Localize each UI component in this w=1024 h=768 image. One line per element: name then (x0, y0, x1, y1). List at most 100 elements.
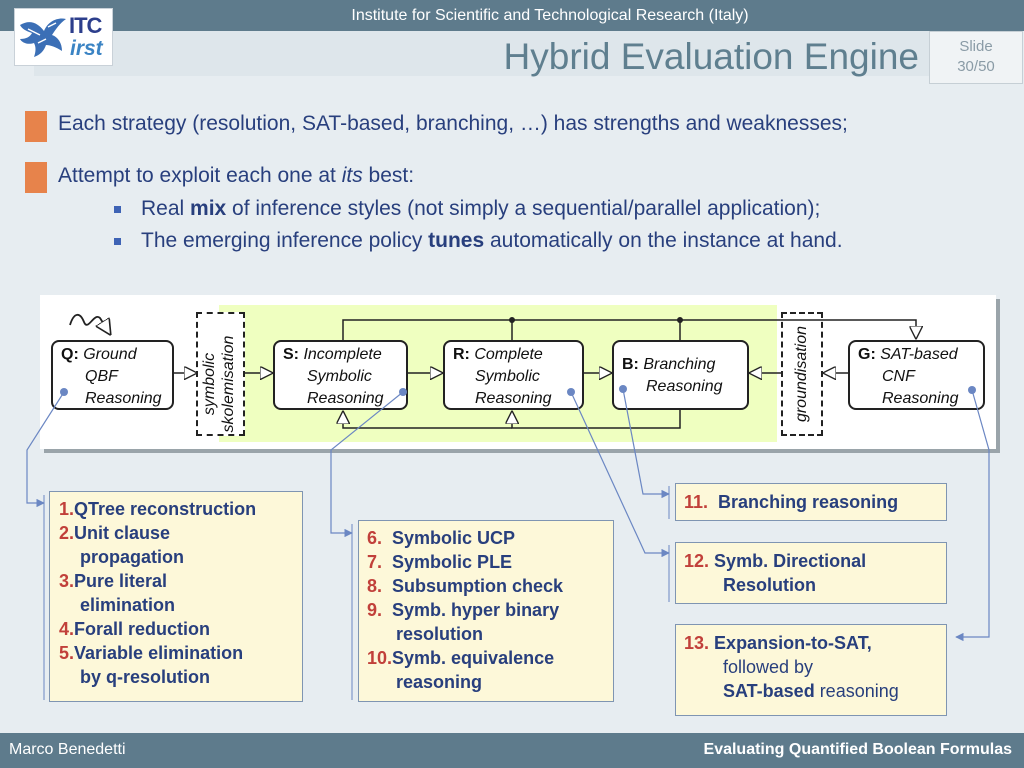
node-g-text2: CNF (882, 368, 915, 385)
logo-itc-text: ITC (69, 13, 102, 38)
sub-bullet-mix-text: Real (141, 197, 191, 220)
list-item-number: 5. (59, 643, 75, 663)
callout-leader-s (330, 391, 404, 538)
list-b-techniques: 11. Branching reasoning (675, 483, 947, 521)
list-item-cont: resolution (396, 624, 484, 644)
callout-leader-b (622, 388, 670, 499)
list-item-text: Symbolic UCP (392, 528, 516, 548)
list-item-text: Symb. Directional (714, 551, 867, 571)
list-item-cont: followed by (723, 657, 814, 677)
sub-bullet-tunes-bold: tunes (428, 229, 485, 252)
bottom-flow-line-2 (343, 412, 512, 429)
list-item-number: 7. (367, 552, 383, 572)
node-b-branching: B: Branching Reasoning (612, 340, 749, 410)
list-item-number: 2. (59, 523, 75, 543)
list-item: 9. Symb. hyper binary (367, 598, 559, 622)
node-s-text1: Incomplete (303, 346, 382, 363)
callout-leader-q (26, 391, 65, 508)
node-q-text1: Ground (83, 346, 137, 363)
list-item-number: 9. (367, 600, 383, 620)
slide-number: 30/50 (957, 58, 995, 75)
node-g-text3: Reasoning (882, 390, 959, 407)
list-item: 3.Pure literal (59, 569, 167, 593)
list-item-text: Expansion-to-SAT, (714, 633, 872, 653)
bullet-square (25, 111, 47, 142)
top-flow-line (342, 319, 916, 340)
footer-author: Marco Benedetti (9, 741, 126, 758)
node-q-ground-qbf: Q: Ground QBF Reasoning (51, 340, 174, 410)
node-q-text2: QBF (85, 368, 118, 385)
callout-leader-g (955, 389, 990, 642)
bullet-attempt-text: Attempt to exploit each one at (58, 164, 342, 187)
node-s-key: S: (283, 346, 299, 363)
list-item-number: 10. (367, 648, 393, 668)
list-item-text: Symb. hyper binary (392, 600, 560, 620)
node-s-text3: Reasoning (307, 390, 384, 407)
list-item-number: 11. (684, 492, 709, 512)
bullet-strategies: Each strategy (resolution, SAT-based, br… (58, 112, 848, 135)
sub-bullet-tunes-tail: automatically on the instance at hand. (484, 229, 843, 252)
node-s-text2: Symbolic (307, 368, 372, 385)
list-g-techniques: 13. Expansion-to-SAT, followed by SAT-ba… (675, 624, 947, 716)
node-g-sat-cnf: G: SAT-based CNF Reasoning (848, 340, 985, 410)
node-g-line1: G: SAT-based (858, 344, 958, 366)
node-r-text1: Complete (474, 346, 543, 363)
list-item: 10.Symb. equivalence (367, 646, 554, 670)
top-bar (0, 0, 1024, 31)
node-q-key: Q: (61, 346, 79, 363)
bullet-square (25, 162, 47, 193)
list-item: 6. Symbolic UCP (367, 526, 515, 550)
title-band (34, 31, 930, 76)
sub-bullet-tunes: The emerging inference policy tunes auto… (141, 229, 843, 253)
slide-counter: Slide 30/50 (929, 31, 1023, 84)
node-g-text1: SAT-based (880, 346, 958, 363)
sub-bullet-tunes-text: The emerging inference policy (141, 229, 429, 252)
node-r-text3: Reasoning (475, 390, 552, 407)
node-r-text2: Symbolic (475, 368, 540, 385)
list-item: 12. Symb. Directional (684, 549, 866, 573)
list-item-cont: SAT-based reasoning (723, 679, 899, 703)
list-item-text: Forall reduction (74, 619, 211, 639)
eagle-icon (20, 18, 66, 57)
node-g-key: G: (858, 346, 876, 363)
node-s-line1: S: Incomplete (283, 344, 382, 366)
list-item-cont: Resolution (723, 575, 816, 595)
list-item-text: Pure literal (74, 571, 168, 591)
list-item-tail: reasoning (814, 681, 899, 701)
node-r-line1: R: Complete (453, 344, 543, 366)
sub-bullet-mix: Real mix of inference styles (not simply… (141, 197, 820, 221)
list-item-number: 4. (59, 619, 75, 639)
bullet-attempt: Attempt to exploit each one at its best: (58, 164, 414, 188)
list-item-number: 3. (59, 571, 75, 591)
sub-bullet-mix-tail: of inference styles (not simply a sequen… (226, 197, 821, 220)
list-item-cont: elimination (80, 595, 176, 615)
list-item-number: 12. (684, 551, 710, 571)
list-r-techniques: 12. Symb. Directional Resolution (675, 542, 947, 604)
bullet-attempt-emphasis: its (341, 164, 363, 187)
skolemisation-box (196, 312, 245, 436)
callout-leader-r (570, 391, 670, 558)
list-item-text: Symb. equivalence (392, 648, 555, 668)
logo-irst-text: irst (70, 37, 103, 60)
slide-label: Slide (959, 38, 993, 55)
node-b-line1: B: Branching (622, 354, 715, 376)
list-item-text: Branching reasoning (718, 492, 899, 512)
list-item-number: 13. (684, 633, 710, 653)
list-item: 11. Branching reasoning (684, 490, 898, 514)
sub-bullet-marker (114, 206, 121, 213)
list-item: 2.Unit clause (59, 521, 170, 545)
list-item-text: QTree reconstruction (74, 499, 257, 519)
bottom-flow-line (512, 410, 681, 429)
bottom-bar (0, 733, 1024, 768)
node-b-key: B: (622, 356, 639, 373)
node-b-text2: Reasoning (646, 378, 723, 395)
list-item-cont: reasoning (396, 672, 483, 692)
list-item-text: Unit clause (74, 523, 171, 543)
list-item: 7. Symbolic PLE (367, 550, 512, 574)
list-item-text: Subsumption check (392, 576, 564, 596)
list-item-number: 6. (367, 528, 383, 548)
list-item: 13. Expansion-to-SAT, (684, 631, 872, 655)
institute-name: Institute for Scientific and Technologic… (351, 7, 749, 24)
list-item: 8. Subsumption check (367, 574, 563, 598)
